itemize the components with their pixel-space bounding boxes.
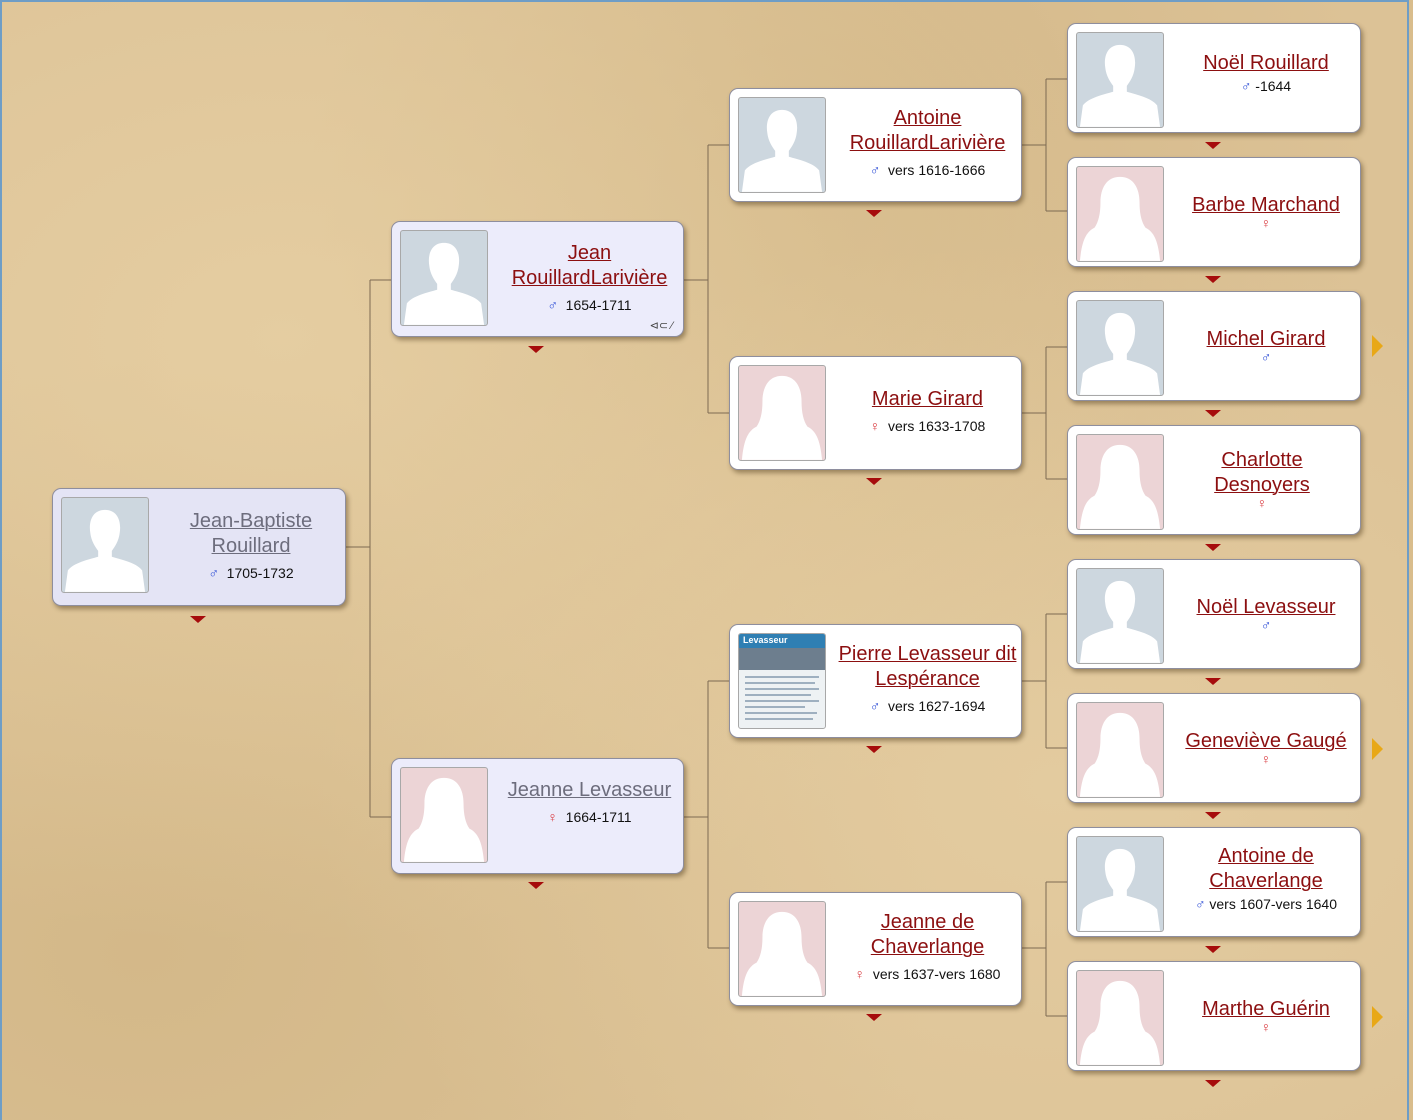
person-card-jean-rouillardlariviere[interactable]: Jean RouillardLarivière ♂ 1654-1711 ⊲⊂ ⁄	[391, 221, 684, 337]
male-silhouette-photo	[1076, 300, 1164, 396]
expand-ancestors-arrow-icon[interactable]	[1372, 738, 1383, 760]
person-menu-triangle[interactable]	[528, 882, 544, 889]
person-name-link[interactable]: Antoine RouillardLarivière	[849, 107, 1006, 154]
life-dates: ♀ vers 1633-1708	[869, 418, 986, 434]
male-symbol-icon: ♂	[208, 565, 219, 581]
expand-ancestors-arrow-icon[interactable]	[1372, 1006, 1383, 1028]
male-symbol-icon: ♂	[1240, 78, 1252, 94]
person-name-link[interactable]: Marthe Guérin	[1202, 998, 1330, 1020]
document-thumbnail-photo: Levasseur	[738, 633, 826, 729]
female-symbol-icon: ♀	[854, 966, 866, 982]
person-menu-triangle[interactable]	[1205, 1080, 1221, 1087]
person-name-link[interactable]: Jean-Baptiste Rouillard	[189, 510, 313, 557]
person-menu-triangle[interactable]	[866, 210, 882, 217]
person-menu-triangle[interactable]	[1205, 678, 1221, 685]
life-dates: ♀ 1664-1711	[547, 809, 632, 825]
person-name-link[interactable]: Marie Girard	[871, 388, 984, 410]
person-name-link[interactable]: Pierre Levasseur dit Lespérance	[838, 643, 1017, 690]
female-symbol-icon: ♀	[1260, 215, 1272, 231]
person-menu-triangle[interactable]	[866, 478, 882, 485]
female-silhouette-photo	[1076, 702, 1164, 798]
life-dates: ♂ -1644	[1240, 78, 1292, 94]
person-card-jean-baptiste-rouillard[interactable]: Jean-Baptiste Rouillard ♂ 1705-1732	[52, 488, 346, 606]
person-card-pierre-levasseur[interactable]: Levasseur Pierre Levasseur dit Lespéranc…	[729, 624, 1022, 738]
person-name-link[interactable]: Noël Levasseur	[1196, 596, 1336, 618]
expand-ancestors-arrow-icon[interactable]	[1372, 335, 1383, 357]
life-dates: ♂	[1172, 616, 1360, 634]
life-dates: ♂ vers 1616-1666	[869, 162, 986, 178]
person-menu-triangle[interactable]	[1205, 410, 1221, 417]
person-card-antoine-rouillardlariviere[interactable]: Antoine RouillardLarivière ♂ vers 1616-1…	[729, 88, 1022, 202]
female-symbol-icon: ♀	[1260, 1019, 1272, 1035]
person-card-jeanne-de-chaverlange[interactable]: Jeanne de Chaverlange ♀ vers 1637-vers 1…	[729, 892, 1022, 1006]
male-silhouette-photo	[1076, 32, 1164, 128]
person-card-charlotte-desnoyers[interactable]: Charlotte Desnoyers ♀	[1067, 425, 1361, 535]
person-card-noel-levasseur[interactable]: Noël Levasseur ♂	[1067, 559, 1361, 669]
person-card-noel-rouillard[interactable]: Noël Rouillard ♂ -1644	[1067, 23, 1361, 133]
female-silhouette-photo	[1076, 434, 1164, 530]
life-dates: ♀	[1172, 494, 1352, 512]
male-symbol-icon: ♂	[547, 297, 558, 313]
person-card-marie-girard[interactable]: Marie Girard ♀ vers 1633-1708	[729, 356, 1022, 470]
female-silhouette-photo	[738, 365, 826, 461]
person-card-barbe-marchand[interactable]: Barbe Marchand ♀	[1067, 157, 1361, 267]
person-name-link[interactable]: Jeanne Levasseur	[507, 779, 672, 801]
person-card-marthe-guerin[interactable]: Marthe Guérin ♀	[1067, 961, 1361, 1071]
person-menu-triangle[interactable]	[1205, 276, 1221, 283]
male-silhouette-photo	[61, 497, 149, 593]
person-menu-triangle[interactable]	[528, 346, 544, 353]
source-note-icons[interactable]: ⊲⊂ ⁄	[649, 320, 673, 332]
male-symbol-icon: ♂	[869, 162, 881, 178]
female-silhouette-photo	[1076, 970, 1164, 1066]
person-card-antoine-de-chaverlange[interactable]: Antoine de Chaverlange ♂ vers 1607-vers …	[1067, 827, 1361, 937]
person-menu-triangle[interactable]	[866, 746, 882, 753]
person-menu-triangle[interactable]	[1205, 812, 1221, 819]
person-name-link[interactable]: Antoine de Chaverlange	[1209, 845, 1323, 892]
person-card-michel-girard[interactable]: Michel Girard ♂	[1067, 291, 1361, 401]
male-silhouette-photo	[1076, 836, 1164, 932]
male-symbol-icon: ♂	[869, 698, 881, 714]
life-dates: ♂	[1172, 348, 1360, 366]
male-silhouette-photo	[1076, 568, 1164, 664]
female-silhouette-photo	[400, 767, 488, 863]
person-name-link[interactable]: Jeanne de Chaverlange	[870, 911, 985, 958]
life-dates: ♀ vers 1637-vers 1680	[854, 966, 1001, 982]
person-card-genevieve-gauge[interactable]: Geneviève Gaugé ♀	[1067, 693, 1361, 803]
female-silhouette-photo	[738, 901, 826, 997]
person-menu-triangle[interactable]	[1205, 142, 1221, 149]
person-menu-triangle[interactable]	[866, 1014, 882, 1021]
person-menu-triangle[interactable]	[1205, 544, 1221, 551]
person-name-link[interactable]: Geneviève Gaugé	[1185, 730, 1347, 752]
person-menu-triangle[interactable]	[1205, 946, 1221, 953]
person-name-link[interactable]: Barbe Marchand	[1192, 194, 1340, 216]
life-dates: ♂ 1705-1732	[208, 565, 294, 581]
person-name-link[interactable]: Michel Girard	[1206, 328, 1326, 350]
female-symbol-icon: ♀	[1256, 495, 1268, 511]
life-dates: ♀	[1172, 1018, 1360, 1036]
life-dates: ♂ 1654-1711	[547, 297, 632, 313]
life-dates: ♂ vers 1627-1694	[869, 698, 986, 714]
male-symbol-icon: ♂	[1194, 896, 1206, 912]
person-card-jeanne-levasseur[interactable]: Jeanne Levasseur ♀ 1664-1711	[391, 758, 684, 874]
life-dates: ♂ vers 1607-vers 1640	[1194, 896, 1338, 912]
female-symbol-icon: ♀	[1260, 751, 1272, 767]
person-name-link[interactable]: Charlotte Desnoyers	[1214, 449, 1310, 496]
male-silhouette-photo	[738, 97, 826, 193]
person-menu-triangle[interactable]	[190, 616, 206, 623]
male-silhouette-photo	[400, 230, 488, 326]
person-name-link[interactable]: Jean RouillardLarivière	[511, 242, 668, 289]
female-symbol-icon: ♀	[547, 809, 558, 825]
female-silhouette-photo	[1076, 166, 1164, 262]
male-symbol-icon: ♂	[1260, 617, 1272, 633]
life-dates: ♀	[1172, 214, 1360, 232]
female-symbol-icon: ♀	[869, 418, 881, 434]
male-symbol-icon: ♂	[1260, 349, 1272, 365]
person-name-link[interactable]: Noël Rouillard	[1203, 52, 1329, 74]
life-dates: ♀	[1172, 750, 1360, 768]
